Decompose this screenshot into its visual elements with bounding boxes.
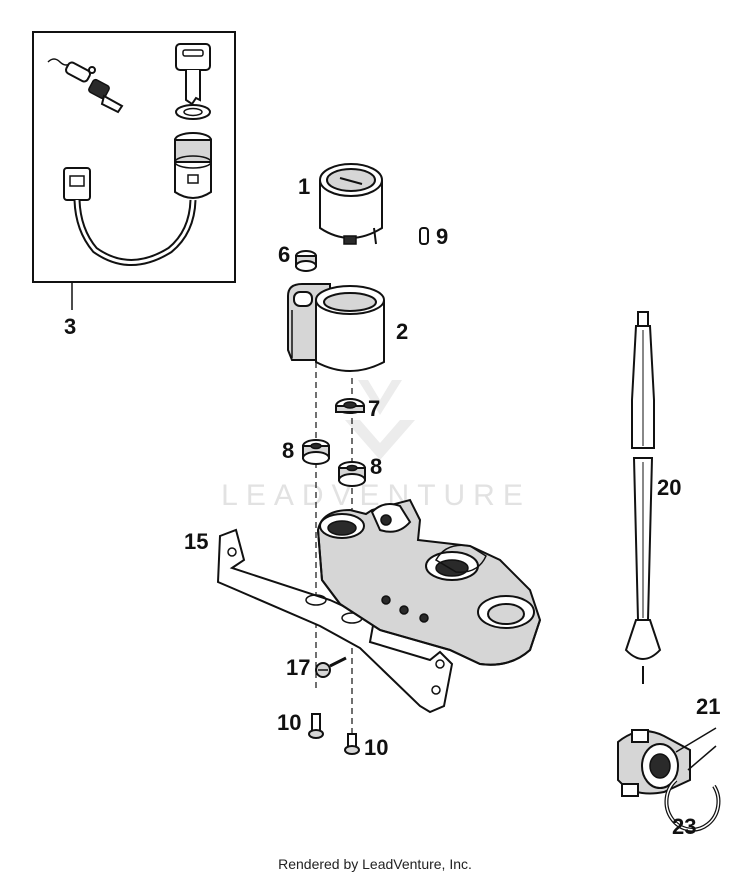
callout-2[interactable]: 2 <box>396 319 408 344</box>
callout-10-right[interactable]: 10 <box>364 735 388 760</box>
callout-3[interactable]: 3 <box>64 314 76 339</box>
washer <box>175 104 211 120</box>
indicator-bulb <box>419 227 429 245</box>
rubber-grommet-right <box>338 461 366 487</box>
instrument-housing[interactable] <box>287 283 385 372</box>
leadventure-watermark: LEADVENTURE <box>221 380 531 512</box>
rubber-plug <box>295 250 317 272</box>
instrument-bracket[interactable] <box>216 528 454 714</box>
speedometer-drive[interactable] <box>617 727 717 797</box>
render-credit: Rendered by LeadVenture, Inc. <box>278 856 472 872</box>
wire-connector <box>63 167 91 201</box>
callout-7[interactable]: 7 <box>368 396 380 421</box>
lock-cylinder-parts <box>47 58 124 114</box>
callout-10-left[interactable]: 10 <box>277 710 301 735</box>
retaining-ring <box>664 778 721 832</box>
rubber-grommet-left <box>302 439 330 465</box>
speedometer[interactable] <box>319 163 383 245</box>
watermark-text: LEADVENTURE <box>221 479 531 512</box>
key <box>175 43 211 106</box>
callout-15[interactable]: 15 <box>184 529 208 554</box>
nut <box>335 398 365 414</box>
callout-9[interactable]: 9 <box>436 224 448 249</box>
ignition-switch-body <box>174 132 212 199</box>
kit-box <box>32 31 236 283</box>
screw-17 <box>315 656 347 678</box>
bolt-10-right <box>344 733 360 755</box>
callout-8-left[interactable]: 8 <box>282 438 294 463</box>
speedometer-cable[interactable] <box>624 311 662 684</box>
ignition-switch-kit[interactable] <box>32 31 236 310</box>
callout-1[interactable]: 1 <box>298 174 310 199</box>
callout-23[interactable]: 23 <box>672 814 696 839</box>
callout-17[interactable]: 17 <box>286 655 310 680</box>
upper-triple-clamp[interactable] <box>316 498 542 666</box>
callout-20[interactable]: 20 <box>657 475 681 500</box>
callout-21[interactable]: 21 <box>696 694 720 719</box>
bolt-10-left <box>308 713 324 739</box>
callout-6[interactable]: 6 <box>278 242 290 267</box>
callout-8-right[interactable]: 8 <box>370 454 382 479</box>
